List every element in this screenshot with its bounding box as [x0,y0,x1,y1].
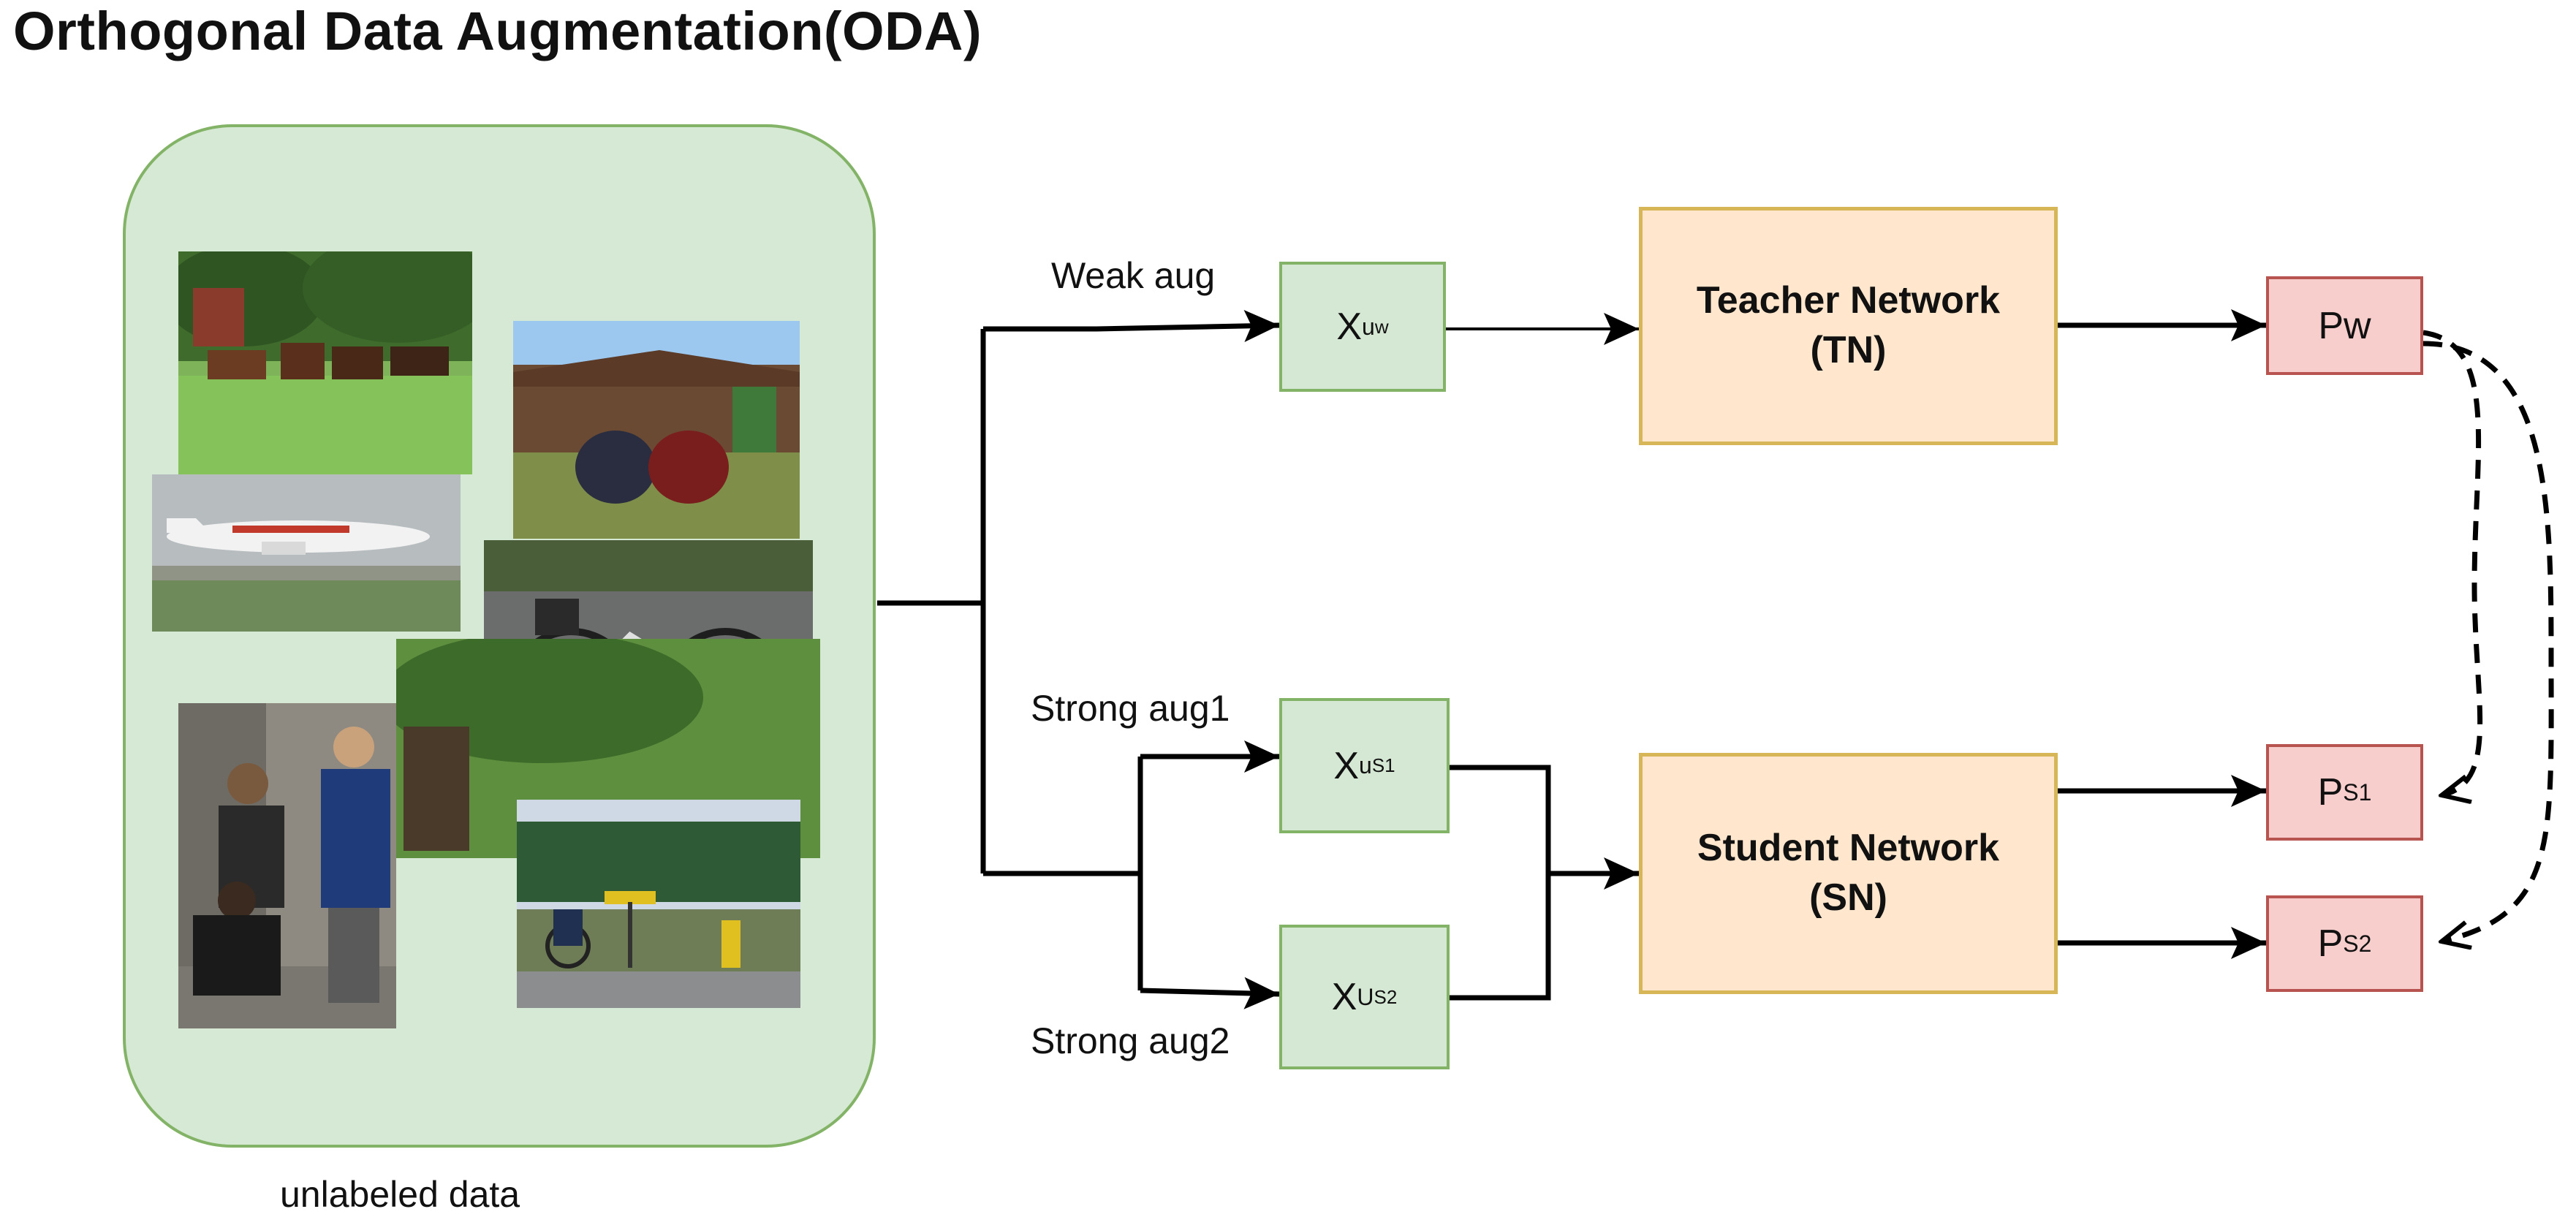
strong-aug1-label: Strong aug1 [1031,688,1230,729]
teacher-network-abbrev: (TN) [1810,329,1887,371]
x-strong1-base: X [1333,744,1360,787]
student-network-box: Student Network (SN) [1639,753,2058,994]
photo-cyclists-by-road-sign [517,800,800,1008]
strong-aug2-label: Strong aug2 [1031,1020,1230,1061]
unlabeled-data-caption: unlabeled data [280,1174,520,1215]
ps1-base: P [2317,771,2344,814]
x-weak-base: X [1336,306,1363,348]
teacher-network-box: Teacher Network (TN) [1639,207,2058,445]
ps1-sub: S1 [2343,778,2372,806]
photo-cows-in-field [178,251,472,474]
x-strong2-sub: U [1357,983,1374,1010]
x-weak-sub: u [1362,313,1375,340]
x-strong2-sup: S2 [1374,985,1398,1008]
photo-air-canada-airplane [152,474,461,632]
x-strong1-sub: u [1359,752,1372,778]
ps2-sub: S2 [2343,930,2372,957]
pw-node: Pw [2266,276,2423,375]
weak-aug-label: Weak aug [1051,255,1216,296]
photo-people-with-dog [178,703,396,1028]
ps2-base: P [2317,922,2344,965]
diagram-title: Orthogonal Data Augmentation(ODA) [13,1,982,61]
pw-text: Pw [2318,304,2371,347]
x-strong2-base: X [1331,976,1357,1018]
teacher-network-title: Teacher Network [1696,279,2001,322]
unlabeled-data-pool [123,124,876,1148]
student-network-title: Student Network [1697,827,2000,870]
x-weak-sup: w [1374,315,1389,338]
student-network-abbrev: (SN) [1809,876,1887,919]
x-strong1-sup: S1 [1371,754,1395,776]
photo-motorcycles-by-shed [513,321,800,539]
